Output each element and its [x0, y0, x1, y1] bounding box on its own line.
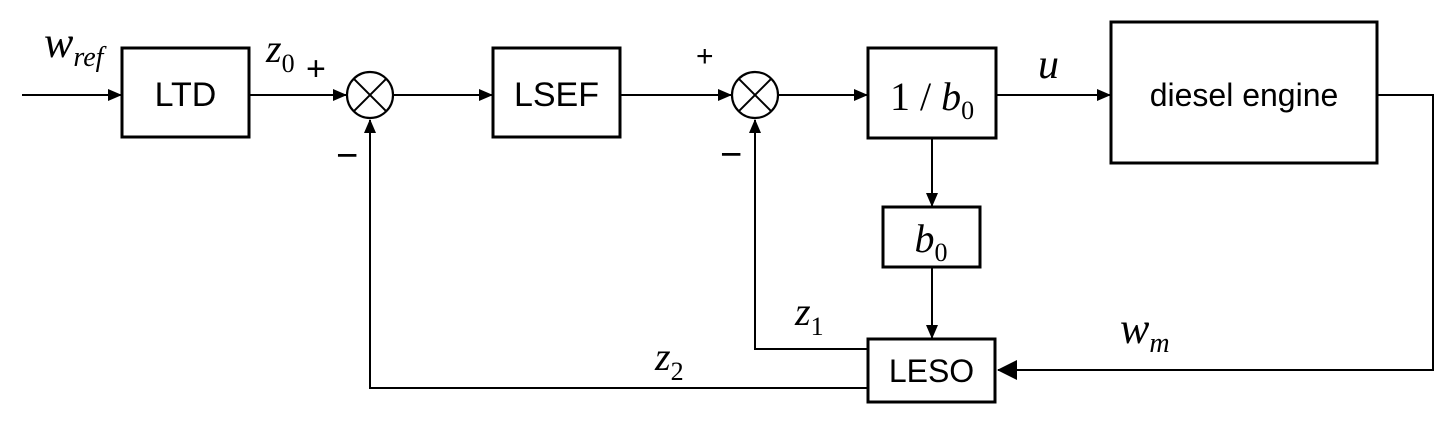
z2-label: z2 [654, 334, 684, 386]
z2-sub: 2 [671, 357, 684, 386]
inverse-gain-var: b [941, 74, 961, 119]
sum1-plus-sign: + [306, 50, 326, 88]
w-ref-label: wref [44, 18, 107, 73]
inverse-gain-prefix: 1 / [890, 74, 941, 119]
wire-diesel-to-leso [997, 94, 1434, 380]
lsef-label: LSEF [514, 76, 599, 114]
gain-var: b [915, 216, 935, 261]
z2-var: z [654, 334, 671, 379]
w-ref-sub: ref [73, 42, 106, 73]
inverse-gain-block: 1 / b0 [866, 46, 998, 140]
z0-label: z0 [265, 26, 295, 78]
gain-block: b0 [881, 205, 982, 269]
w-m-label: wm [1120, 304, 1170, 359]
w-m-sub: m [1149, 328, 1169, 359]
gain-sub: 0 [935, 238, 948, 267]
ltd-block: LTD [120, 46, 251, 139]
diesel-engine-block: diesel engine [1109, 20, 1379, 165]
diesel-engine-label: diesel engine [1150, 77, 1339, 113]
w-ref-var: w [44, 18, 74, 67]
gain-label: b0 [915, 216, 948, 267]
z0-var: z [265, 26, 282, 71]
ltd-label: LTD [155, 76, 217, 114]
u-label: u [1038, 42, 1059, 88]
wire-leso-z2-to-sum1 [364, 119, 868, 389]
sum1-minus-sign: − [336, 135, 358, 177]
leso-label: LESO [889, 353, 974, 389]
inverse-gain-label: 1 / b0 [890, 74, 974, 125]
w-m-var: w [1120, 304, 1150, 353]
inverse-gain-sub: 0 [961, 96, 974, 125]
sum2-minus-sign: − [720, 134, 742, 176]
z0-sub: 0 [282, 49, 295, 78]
summing-junction-2 [730, 70, 780, 120]
summing-junction-1 [345, 70, 395, 120]
z1-var: z [794, 289, 811, 334]
wire-leso-z1-to-sum2 [749, 119, 868, 350]
sum2-plus-sign: + [696, 40, 714, 73]
z1-sub: 1 [811, 312, 824, 341]
lsef-block: LSEF [491, 46, 622, 139]
z1-label: z1 [794, 289, 824, 341]
leso-block: LESO [866, 337, 997, 404]
